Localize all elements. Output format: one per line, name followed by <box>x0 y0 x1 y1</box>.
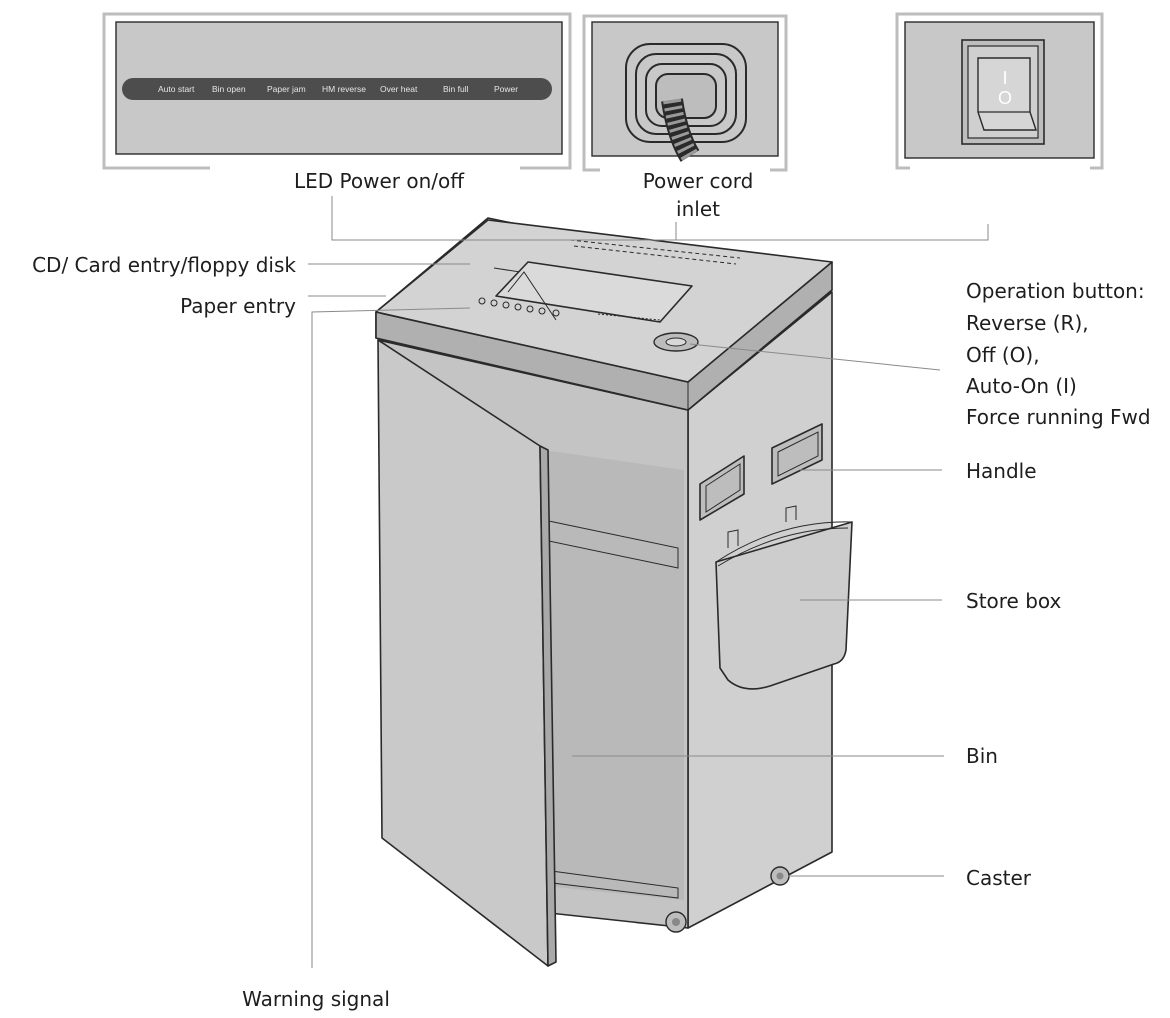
label-handle: Handle <box>966 459 1037 483</box>
operation-button <box>653 332 699 352</box>
led-over-heat: Over heat <box>380 84 418 94</box>
led-dots <box>478 297 560 317</box>
label-store-box: Store box <box>966 589 1062 613</box>
store-box <box>715 505 853 690</box>
label-cd-card-entry: CD/ Card entry/floppy disk <box>32 253 296 277</box>
label-caster: Caster <box>966 866 1032 890</box>
label-warning-signal: Warning signal <box>242 987 390 1011</box>
led-hm-reverse: HM reverse <box>322 84 366 94</box>
led-panel-inset: Auto start Bin open Paper jam HM reverse… <box>102 12 572 170</box>
led-bin-full: Bin full <box>443 84 469 94</box>
label-operation-off: Off (O), <box>966 343 1040 367</box>
label-operation-force-fwd: Force running Fwd <box>966 405 1151 429</box>
led-power: Power <box>494 84 518 94</box>
label-power-cord-line1: Power cord <box>643 169 754 193</box>
label-power-cord-line2: inlet <box>676 197 720 221</box>
led-auto-start: Auto start <box>158 84 195 94</box>
label-led-power: LED Power on/off <box>294 169 465 193</box>
bin-door <box>377 339 557 967</box>
label-paper-entry: Paper entry <box>180 294 296 318</box>
led-indicator-strip <box>122 78 552 100</box>
label-operation-reverse: Reverse (R), <box>966 311 1089 335</box>
power-cord-inlet-inset <box>582 14 788 172</box>
shredder-machine <box>375 217 853 967</box>
leader-lines <box>308 196 989 968</box>
switch-on-symbol: I <box>1002 68 1007 88</box>
led-paper-jam: Paper jam <box>267 84 306 94</box>
label-bin: Bin <box>966 744 998 768</box>
label-operation-button-title: Operation button: <box>966 279 1145 303</box>
callout-labels: LED Power on/off Power cord inlet CD/ Ca… <box>32 169 1150 1011</box>
handle-right <box>771 423 823 485</box>
led-bin-open: Bin open <box>212 84 246 94</box>
power-cord <box>661 98 700 162</box>
handle-left <box>699 455 745 521</box>
power-switch-inset: I O <box>895 12 1104 170</box>
label-operation-auto-on: Auto-On (I) <box>966 374 1077 398</box>
switch-off-symbol: O <box>998 88 1012 108</box>
